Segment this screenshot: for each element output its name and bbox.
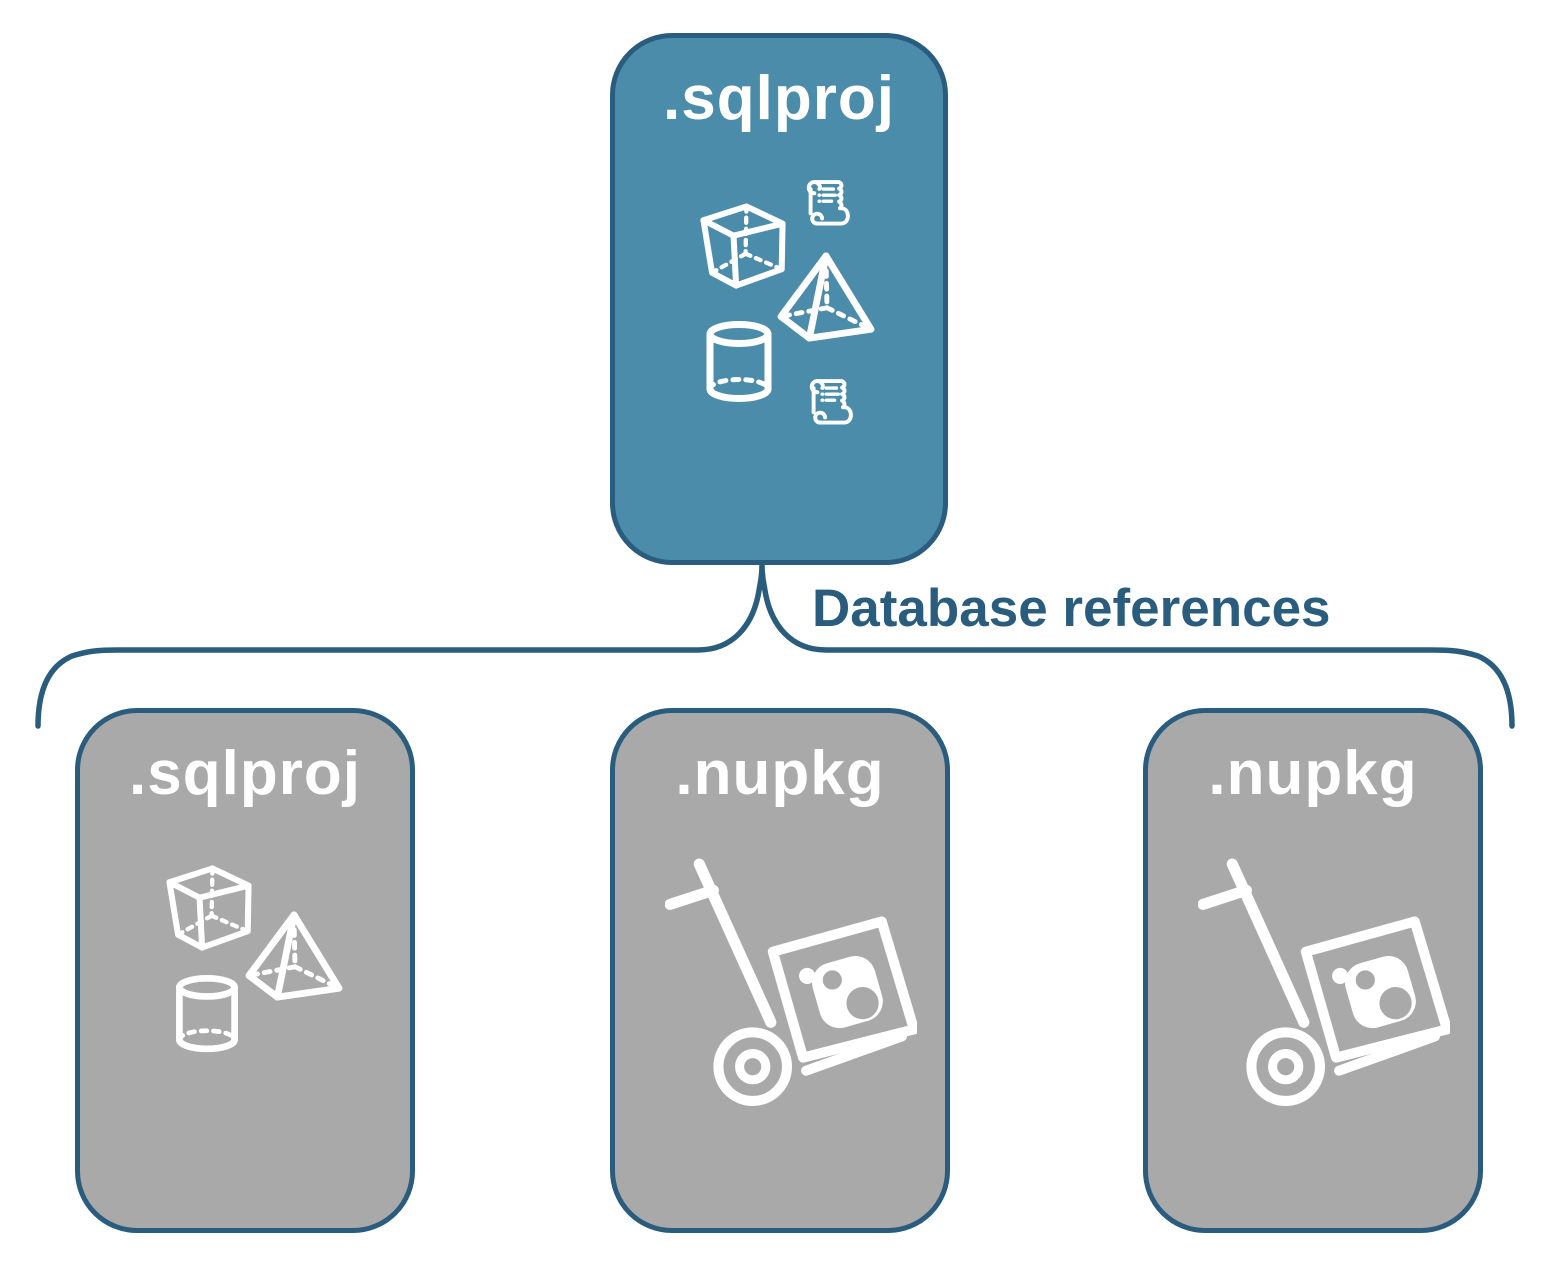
cube-icon bbox=[166, 865, 252, 951]
root-sqlproj-card: .sqlproj bbox=[610, 33, 948, 565]
brace-connector bbox=[35, 564, 1515, 729]
child-card-title: .nupkg bbox=[1208, 739, 1418, 808]
sql-script-scroll-icon bbox=[801, 375, 857, 431]
package-dolly-icon bbox=[665, 858, 917, 1110]
pyramid-icon bbox=[777, 252, 875, 342]
child-card-title: .sqlproj bbox=[129, 739, 361, 808]
database-cylinder-icon bbox=[173, 975, 241, 1055]
root-card-title: .sqlproj bbox=[663, 64, 895, 133]
child-nupkg-card-1: .nupkg bbox=[610, 708, 950, 1233]
cube-icon bbox=[700, 203, 786, 289]
database-references-label: Database references bbox=[812, 579, 1331, 638]
pyramid-icon bbox=[245, 911, 343, 1001]
database-cylinder-icon bbox=[705, 321, 773, 405]
package-dolly-icon bbox=[1198, 858, 1450, 1110]
child-nupkg-card-2: .nupkg bbox=[1143, 708, 1483, 1233]
sql-script-scroll-icon bbox=[798, 176, 854, 232]
child-sqlproj-card: .sqlproj bbox=[75, 708, 415, 1233]
child-card-title: .nupkg bbox=[675, 739, 885, 808]
